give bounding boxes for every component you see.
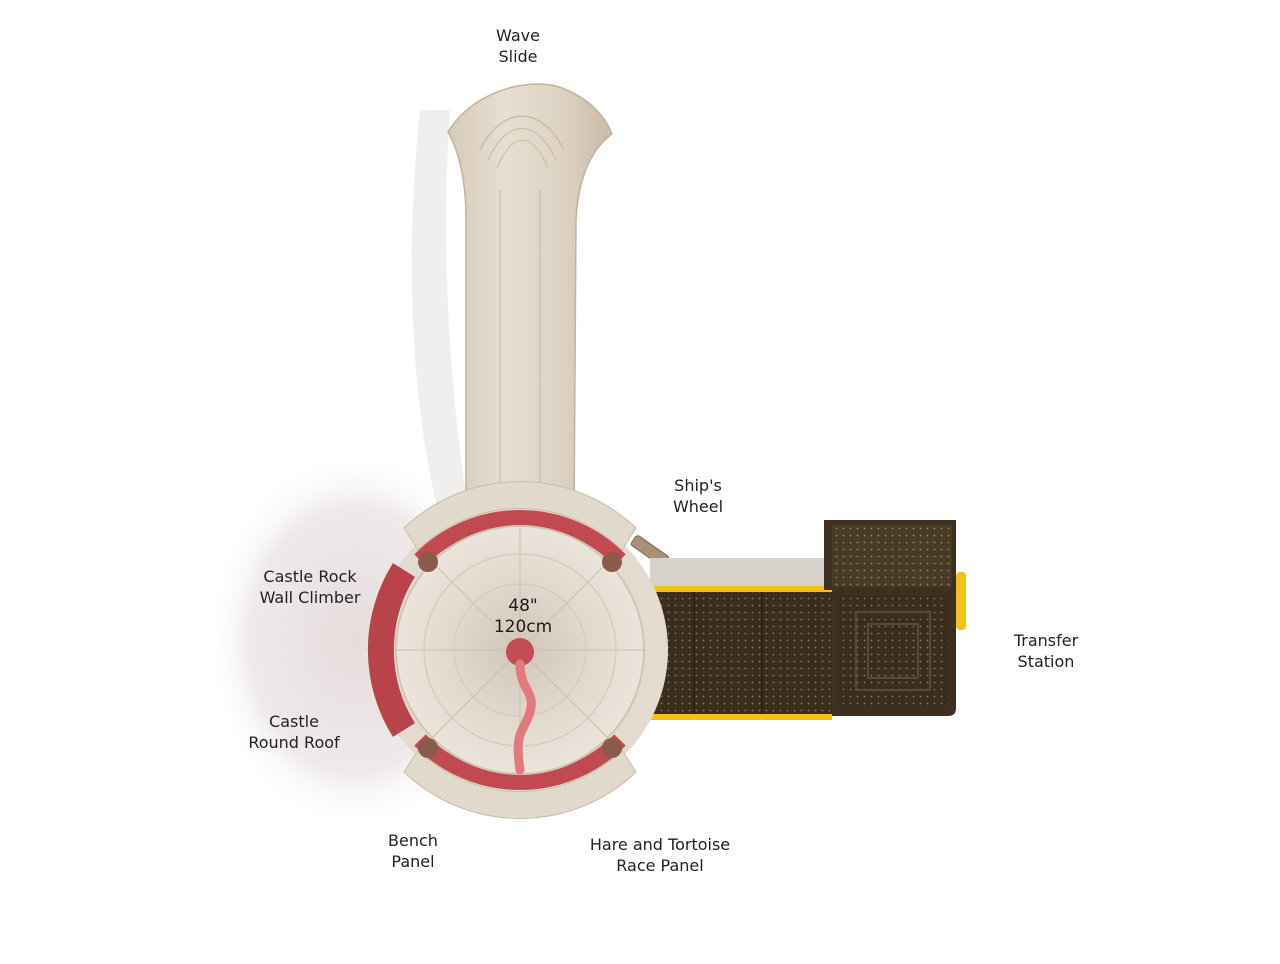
- label-line: Wave: [496, 26, 540, 45]
- transfer-station: [824, 520, 966, 716]
- walkway-deck: [632, 558, 832, 720]
- label-castle-rock-wall-climber: Castle Rock Wall Climber: [260, 566, 361, 608]
- label-line: Wall Climber: [259, 588, 361, 607]
- castle-round-roof: [367, 481, 668, 819]
- label-line: Wheel: [672, 497, 724, 516]
- label-deck-height: 48" 120cm: [494, 596, 552, 638]
- wave-slide: [447, 83, 613, 521]
- label-line: Panel: [391, 852, 435, 871]
- label-line: 120cm: [493, 617, 553, 637]
- label-line: Round Roof: [248, 733, 340, 752]
- label-line: Transfer: [1013, 631, 1079, 650]
- label-line: Slide: [498, 47, 538, 66]
- label-line: Ship's: [674, 476, 722, 495]
- label-line: Hare and Tortoise: [589, 835, 731, 854]
- label-bench-panel: Bench Panel: [388, 830, 438, 872]
- label-line: 48": [508, 596, 538, 616]
- label-ships-wheel: Ship's Wheel: [673, 475, 723, 517]
- label-line: Castle: [269, 712, 319, 731]
- label-transfer-station: Transfer Station: [1014, 630, 1078, 672]
- label-line: Bench: [388, 831, 438, 850]
- label-line: Race Panel: [616, 856, 704, 875]
- label-line: Station: [1017, 652, 1075, 671]
- label-hare-tortoise-race-panel: Hare and Tortoise Race Panel: [590, 834, 730, 876]
- label-line: Castle Rock: [263, 567, 357, 586]
- label-castle-round-roof: Castle Round Roof: [248, 711, 339, 753]
- label-wave-slide: Wave Slide: [496, 25, 540, 67]
